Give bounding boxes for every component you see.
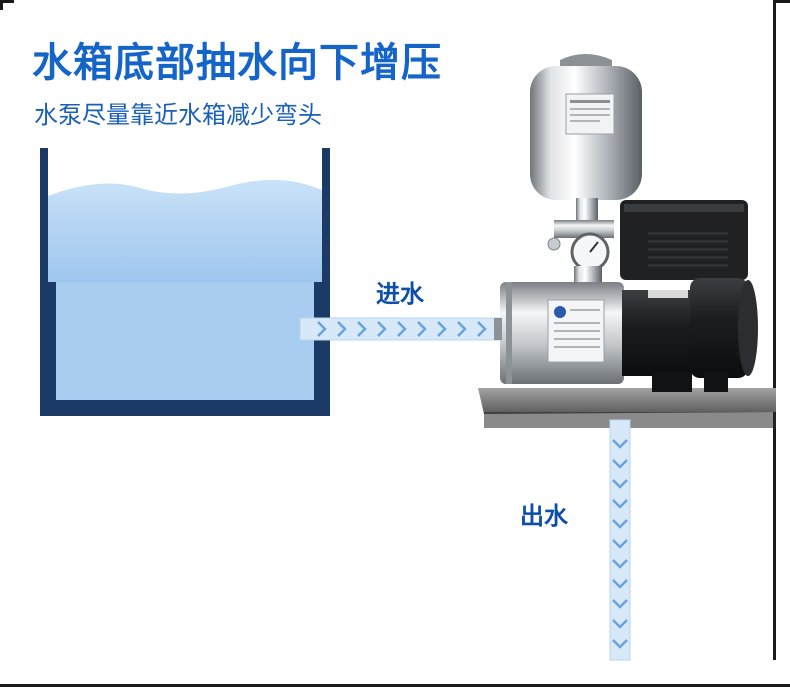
inlet-pipe [300,318,505,340]
outlet-label: 出水 [520,496,568,531]
pressure-tank-icon [530,54,642,222]
page-subtitle: 水泵尽量靠近水箱减少弯头 [34,95,322,130]
motor-icon [622,278,758,392]
controller-box-icon [620,200,748,280]
pressure-gauge-icon [548,220,614,286]
inlet-label: 进水 [376,274,424,309]
outlet-pipe [610,420,630,660]
water-tank-icon [40,148,330,416]
booster-pump-icon [494,282,624,384]
page-title: 水箱底部抽水向下增压 [32,30,442,88]
